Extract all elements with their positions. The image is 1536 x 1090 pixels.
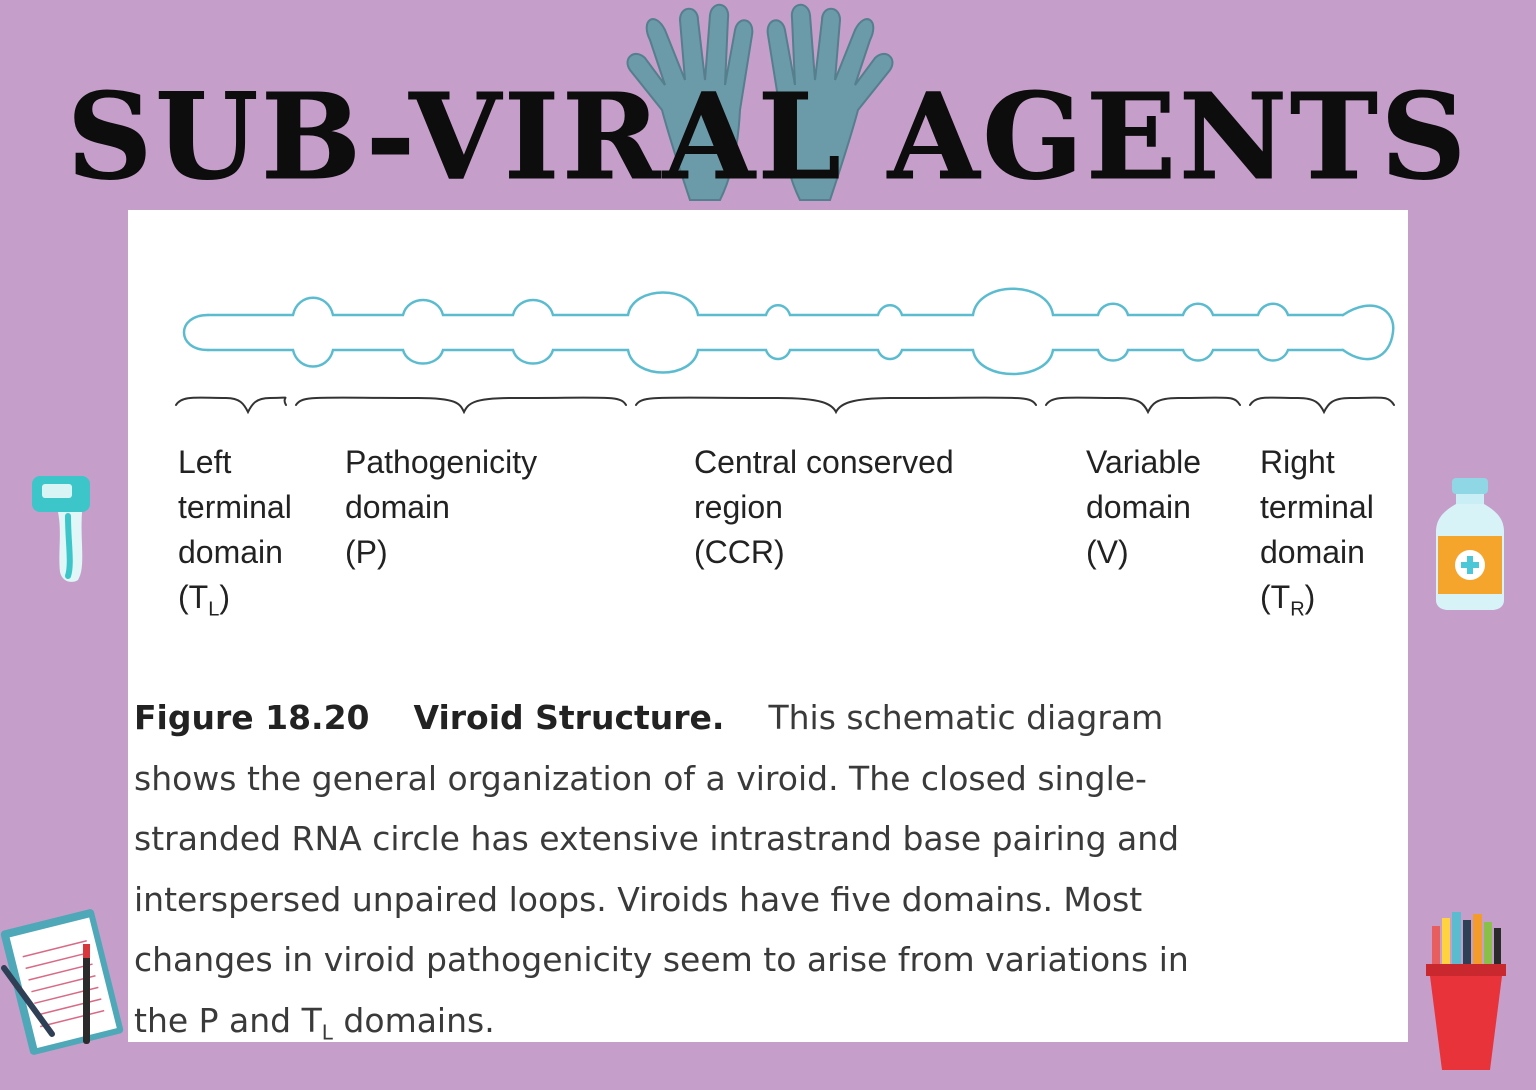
domain-label-right-terminal: Right terminal domain (TR) [1260,440,1374,632]
page-title: SUB-VIRAL AGENTS [66,67,1469,206]
domain-label-variable: Variable domain (V) [1086,444,1202,570]
caption-line: stranded RNA circle has extensive intras… [134,819,1180,858]
brace-left-terminal [175,396,287,415]
rna-top-strand [206,287,1345,317]
abbr-tr: (TR) [1260,579,1316,621]
figure-panel: Left terminal domain (TL) Pathogenicity … [128,210,1408,1044]
viroid-structure-diagram [175,287,1395,415]
rna-bottom-strand [206,348,1345,376]
brace-variable [1045,396,1241,415]
abbr-tl: (TL) [178,579,230,621]
figure-number: Figure 18.20 [134,698,370,737]
pencil-cup-icon [1426,912,1506,1070]
brace-central [635,396,1037,415]
caption-line: shows the general organization of a viro… [134,758,1147,798]
notepad-pen-icon [0,909,124,1055]
caption-line: changes in viroid pathogenicity seem to … [134,940,1189,979]
brace-right-terminal [1249,396,1395,415]
domain-label-pathogenicity: Pathogenicity domain (P) [345,444,538,570]
caption-line: interspersed unpaired loops. Viroids hav… [134,879,1143,919]
domain-label-left-terminal: Left terminal domain (TL) [178,440,292,632]
medicine-bottle-icon [1436,478,1504,610]
right-terminal-loop [1341,304,1395,361]
domain-label-central-conserved: Central conserved region (CCR) [694,444,954,570]
caption-line: the P and TL domains. [134,1000,495,1045]
brace-pathogenicity [295,396,627,415]
figure-heading: Viroid Structure. [413,698,725,737]
thermometer-icon [32,476,90,582]
gloves-icon [626,3,894,201]
left-terminal-loop [182,313,210,352]
